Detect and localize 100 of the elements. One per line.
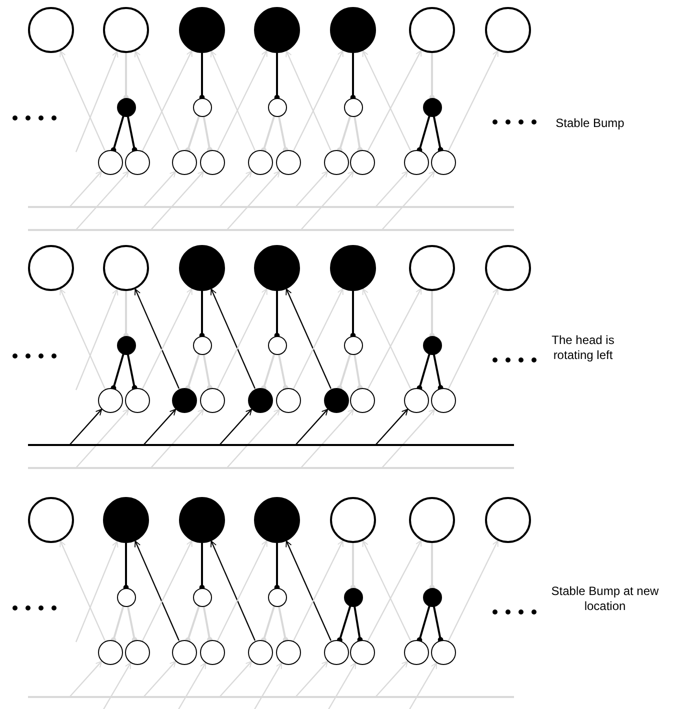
connection-arrow (143, 660, 176, 698)
small-neuron-circle (344, 588, 362, 606)
large-neuron-circle (330, 245, 376, 291)
inhibitory-connection (199, 53, 205, 100)
connection-arrow (362, 540, 412, 641)
input-neuron-circle (430, 388, 456, 412)
large-neuron-circle (28, 497, 74, 543)
input-neuron-circle (248, 640, 272, 664)
inhibitory-connection (278, 354, 288, 390)
input-neuron-circle (248, 388, 272, 412)
input-neuron-circle (324, 150, 348, 174)
connection-arrow (295, 660, 328, 698)
inhibitory-connection (110, 606, 124, 643)
large-neuron-circle (485, 497, 531, 543)
connection-arrow (295, 170, 328, 208)
inhibitory-connection (416, 116, 430, 153)
large-neuron-circle (254, 245, 300, 291)
annotation-text: The head is rotating left (550, 333, 616, 363)
connection-arrow (367, 50, 422, 152)
input-neuron-circle (276, 640, 300, 664)
connection-arrow (134, 288, 180, 389)
large-neuron-circle (409, 7, 455, 53)
connection-arrow (60, 288, 106, 389)
inhibitory-connection (432, 116, 444, 152)
small-neuron-circle (344, 336, 362, 354)
input-neuron-circle (350, 640, 374, 664)
connection-arrow (142, 50, 192, 152)
small-neuron-circle (268, 588, 286, 606)
input-neuron-circle (248, 150, 272, 174)
connection-arrow (219, 408, 252, 446)
connection-arrow (216, 540, 268, 642)
inhibitory-connection (202, 354, 212, 390)
input-line (28, 444, 514, 446)
input-neuron-circle (200, 150, 224, 174)
connection-arrow (448, 50, 498, 152)
small-neuron-circle (116, 336, 136, 354)
connection-arrow (142, 288, 192, 390)
inhibitory-connection (350, 543, 356, 590)
connection-arrow (292, 288, 344, 390)
small-neuron-circle (192, 98, 212, 116)
input-neuron-circle (124, 388, 150, 412)
connection-arrow (75, 50, 118, 152)
connection-arrow (286, 288, 332, 389)
connection-arrow (142, 540, 192, 642)
connection-arrow (60, 50, 106, 151)
connection-arrow (210, 540, 256, 641)
input-neuron-circle (276, 150, 300, 174)
connection-arrow (219, 170, 252, 208)
connection-arrow (75, 408, 130, 468)
inhibitory-connection (274, 291, 280, 338)
inhibitory-connection (354, 354, 363, 390)
connection-arrow (362, 50, 412, 151)
inhibitory-connection (202, 606, 212, 642)
connection-arrow (75, 288, 118, 390)
large-neuron-circle (409, 245, 455, 291)
inhibitory-connection (199, 543, 205, 590)
inhibitory-connection (123, 291, 129, 338)
small-neuron-circle (422, 336, 442, 354)
inhibitory-connection (261, 354, 276, 391)
inhibitory-connection (110, 354, 124, 391)
connection-arrow (60, 540, 106, 641)
large-neuron-circle (179, 497, 225, 543)
input-line (28, 696, 514, 698)
connection-arrow (448, 540, 498, 642)
small-neuron-circle (116, 98, 136, 116)
small-neuron-circle (268, 98, 286, 116)
connection-arrow (381, 408, 436, 468)
large-neuron-circle (330, 7, 376, 53)
input-neuron-circle (200, 640, 224, 664)
input-neuron-circle (404, 388, 428, 412)
inhibitory-connection (202, 116, 212, 152)
inhibitory-connection (110, 116, 124, 153)
connection-arrow (69, 408, 102, 446)
connection-arrow (375, 660, 408, 698)
inhibitory-connection (429, 543, 435, 590)
large-neuron-circle (28, 245, 74, 291)
connection-arrow (226, 408, 280, 468)
connection-arrow (210, 288, 256, 389)
inhibitory-connection (432, 354, 444, 390)
input-neuron-circle (404, 640, 428, 664)
inhibitory-connection (350, 291, 356, 338)
large-neuron-circle (254, 7, 300, 53)
small-neuron-circle (268, 336, 286, 354)
inhibitory-connection (278, 606, 288, 642)
inhibitory-connection (354, 606, 363, 642)
inhibitory-connection (337, 606, 352, 643)
inhibitory-connection (126, 116, 138, 152)
large-neuron-circle (179, 7, 225, 53)
connection-arrow (375, 170, 408, 208)
connection-arrow (292, 540, 344, 642)
inhibitory-connection (185, 354, 200, 391)
inhibitory-connection (337, 354, 352, 391)
input-neuron-circle (430, 150, 456, 174)
large-neuron-circle (103, 245, 149, 291)
connection-arrow (150, 408, 204, 468)
input-neuron-circle (430, 640, 456, 664)
connection-arrow (150, 170, 204, 230)
small-neuron-circle (422, 98, 442, 116)
small-neuron-circle (344, 98, 362, 116)
small-neuron-circle (116, 588, 136, 606)
